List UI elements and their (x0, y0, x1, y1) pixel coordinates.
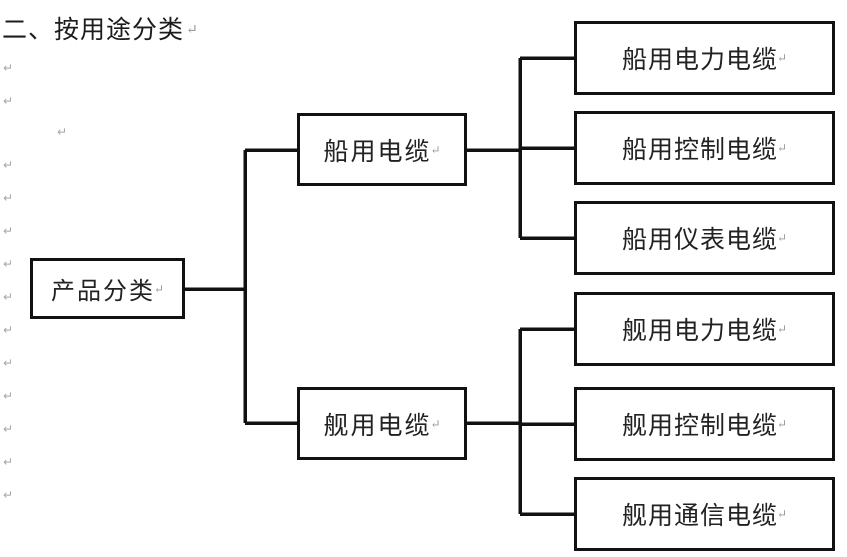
paragraph-mark: ↵ (3, 158, 14, 172)
paragraph-mark: ↵ (3, 290, 14, 304)
node-label: 舰用电缆 (323, 410, 432, 440)
node-label: 舰用通信电缆 (621, 501, 778, 530)
paragraph-mark: ↵ (3, 191, 14, 205)
node-naval-power-cable[interactable]: 舰用电力电缆↵ (574, 292, 835, 366)
paragraph-mark: ↵ (3, 422, 14, 436)
node-marine-instrument-cable[interactable]: 船用仪表电缆↵ (574, 201, 835, 275)
node-label: 舰用控制电缆 (621, 411, 778, 440)
pilcrow-icon: ↵ (776, 51, 788, 65)
pilcrow-icon: ↵ (776, 141, 788, 155)
pilcrow-icon: ↵ (186, 22, 199, 38)
node-naval-cable[interactable]: 舰用电缆↵ (297, 387, 467, 460)
node-label: 产品分类 (50, 277, 155, 305)
node-label: 舰用电力电缆 (621, 316, 778, 345)
page-title-text: 二、按用途分类 (2, 15, 185, 44)
paragraph-mark: ↵ (3, 356, 14, 370)
pilcrow-icon: ↵ (153, 281, 165, 296)
paragraph-mark: ↵ (3, 257, 14, 271)
paragraph-mark: ↵ (3, 61, 14, 75)
node-marine-power-cable[interactable]: 船用电力电缆↵ (574, 21, 835, 95)
pilcrow-icon: ↵ (430, 142, 441, 157)
page-title: 二、按用途分类↵ (2, 10, 199, 46)
paragraph-mark: ↵ (3, 455, 14, 469)
node-naval-comm-cable[interactable]: 舰用通信电缆↵ (574, 477, 835, 551)
paragraph-mark: ↵ (3, 323, 14, 337)
pilcrow-icon: ↵ (776, 507, 788, 521)
node-label: 船用电力电缆 (621, 45, 778, 74)
pilcrow-icon: ↵ (430, 416, 441, 431)
paragraph-mark: ↵ (57, 125, 68, 139)
node-label: 船用控制电缆 (621, 135, 778, 164)
node-marine-control-cable[interactable]: 船用控制电缆↵ (574, 111, 835, 185)
node-label: 船用仪表电缆 (621, 225, 778, 254)
paragraph-mark: ↵ (3, 389, 14, 403)
paragraph-marks-gutter: ↵ ↵ ↵ ↵ ↵ ↵ ↵ ↵ ↵ ↵ ↵ ↵ ↵ ↵ (0, 0, 67, 557)
node-marine-cable[interactable]: 船用电缆↵ (297, 113, 467, 186)
node-label: 船用电缆 (323, 136, 432, 166)
pilcrow-icon: ↵ (776, 417, 788, 431)
paragraph-mark: ↵ (3, 94, 14, 108)
paragraph-mark: ↵ (3, 488, 14, 502)
node-naval-control-cable[interactable]: 舰用控制电缆↵ (574, 387, 835, 461)
pilcrow-icon: ↵ (776, 322, 788, 336)
paragraph-mark: ↵ (3, 224, 14, 238)
pilcrow-icon: ↵ (776, 231, 788, 245)
node-product-classification[interactable]: 产品分类↵ (30, 258, 185, 319)
